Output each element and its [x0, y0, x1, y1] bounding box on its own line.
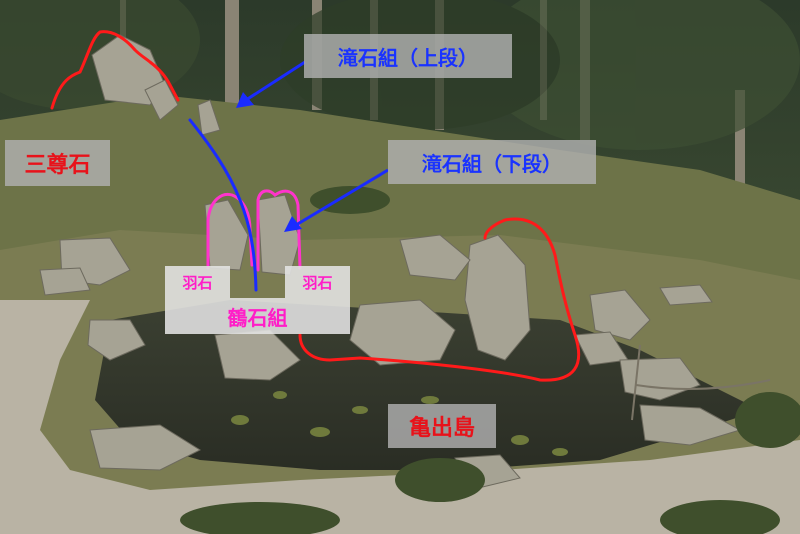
arrow-taki-lower [284, 168, 389, 232]
rope-fence [631, 344, 771, 421]
shrubs [180, 186, 800, 534]
gravel-path [0, 300, 800, 534]
label-sanzon: 三尊石 [5, 140, 110, 186]
sanzon-outline [50, 30, 180, 110]
kame-outline [298, 217, 581, 382]
waterfall-line [188, 118, 258, 292]
label-hane-left: 羽石 [165, 266, 230, 298]
label-kame: 亀出島 [388, 404, 496, 448]
lily-pads [231, 391, 568, 456]
label-hane-right: 羽石 [285, 266, 350, 298]
hane-right-outline [256, 189, 302, 272]
label-taki-upper: 滝石組（上段） [304, 34, 512, 78]
hane-left-outline [206, 192, 254, 270]
label-taki-lower: 滝石組（下段） [388, 140, 596, 184]
label-tsuru: 鶴石組 [165, 298, 350, 334]
arrow-taki-upper [236, 60, 306, 108]
